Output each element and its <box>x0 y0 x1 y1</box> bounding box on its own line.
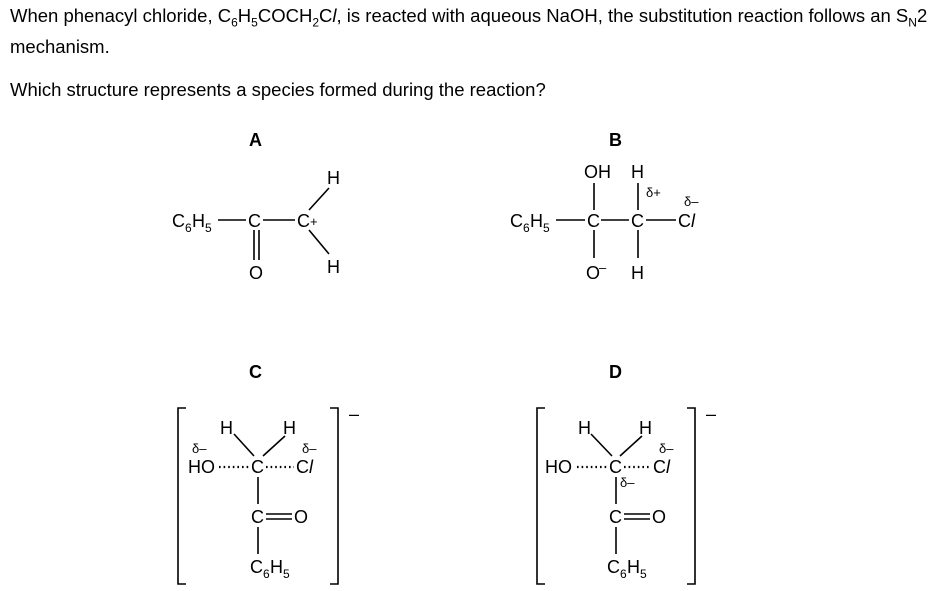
b-c6h5-sub6: 6 <box>523 221 530 235</box>
d-h-left: H <box>578 418 591 438</box>
c-h-right: H <box>283 418 296 438</box>
a-carbon-1: C <box>248 211 261 231</box>
intro-text-c: C <box>319 5 333 26</box>
d-overall-charge: – <box>706 404 716 424</box>
b-delta-minus: δ– <box>684 194 699 209</box>
b-c6h5-sub5: 5 <box>543 221 550 235</box>
c-cl-c: C <box>296 457 309 477</box>
d-c6h5-c: C <box>607 557 620 577</box>
b-delta-plus: δ+ <box>646 185 661 200</box>
b-c6h5-c: C <box>510 211 523 231</box>
c-bond-c-hright <box>262 435 286 457</box>
a-c6h5-sub6: 6 <box>185 221 192 235</box>
intro-sub-n: N <box>908 15 917 30</box>
structure-b[interactable]: C 6 H 5 C C C l δ– δ+ OH H O – H <box>510 162 699 283</box>
option-c-label[interactable]: C <box>249 362 262 382</box>
c-oxygen: O <box>294 507 308 527</box>
c-cl-l: l <box>309 457 314 477</box>
option-a-label[interactable]: A <box>249 130 262 150</box>
b-oxygen: O <box>586 263 600 283</box>
c-delta-ho: δ– <box>192 441 207 456</box>
d-c6h5-h: H <box>627 557 640 577</box>
d-delta-carbon: δ– <box>620 475 635 490</box>
b-hydroxyl: OH <box>584 162 611 182</box>
question-prompt: Which structure represents a species for… <box>10 79 546 100</box>
c-overall-charge: – <box>349 404 359 424</box>
intro-text-2: , is reacted with aqueous NaOH, the subs… <box>336 5 909 26</box>
intro-text-l: l <box>332 5 337 26</box>
c-c6h5-sub5: 5 <box>283 567 290 581</box>
d-c6h5-sub6: 6 <box>620 567 627 581</box>
intro-text-3: 2 mechanism. <box>10 5 928 57</box>
c-carbonyl-carbon: C <box>251 507 264 527</box>
d-bracket-right <box>687 407 696 585</box>
d-oxygen: O <box>652 507 666 527</box>
b-c6h5-h: H <box>530 211 543 231</box>
b-h-bottom: H <box>631 263 644 283</box>
option-b-label[interactable]: B <box>609 130 622 150</box>
structure-a[interactable]: C 6 H 5 C C + O H H <box>172 168 340 283</box>
a-h-top: H <box>327 168 340 188</box>
d-bond-c-hright <box>619 435 643 457</box>
d-central-carbon: C <box>609 457 622 477</box>
a-plus-charge: + <box>310 214 318 229</box>
c-hydroxide: HO <box>188 457 215 477</box>
structure-c[interactable]: – H H δ– HO C δ– C l C O C 6 H 5 <box>177 404 359 585</box>
question-intro: When phenacyl chloride, C6H5COCH2Cl, is … <box>10 4 935 59</box>
c-bracket-left <box>177 407 186 585</box>
c-c6h5-c: C <box>250 557 263 577</box>
option-d-label[interactable]: D <box>609 362 622 382</box>
c-delta-cl: δ– <box>302 441 317 456</box>
d-hydroxide: HO <box>545 457 572 477</box>
a-c6h5-sub5: 5 <box>205 221 212 235</box>
b-cl-l: l <box>691 211 696 231</box>
a-h-bottom: H <box>327 257 340 277</box>
a-c6h5-h: H <box>192 211 205 231</box>
b-carbon-1: C <box>587 211 600 231</box>
a-bond-c2-htop <box>308 187 330 211</box>
b-oxygen-charge: – <box>599 260 607 275</box>
c-central-carbon: C <box>251 457 264 477</box>
c-c6h5-h: H <box>270 557 283 577</box>
d-cl-l: l <box>666 457 671 477</box>
b-h-top: H <box>631 162 644 182</box>
b-carbon-2: C <box>631 211 644 231</box>
d-c6h5-sub5: 5 <box>640 567 647 581</box>
intro-sub-6: 6 <box>231 15 238 30</box>
d-cl-c: C <box>653 457 666 477</box>
c-c6h5-sub6: 6 <box>263 567 270 581</box>
c-bond-c-hleft <box>233 433 255 457</box>
intro-sub-2: 2 <box>312 15 320 30</box>
c-bracket-right <box>330 407 339 585</box>
intro-text-1: When phenacyl chloride, C <box>10 5 232 26</box>
a-bond-c2-hbot <box>308 229 330 255</box>
intro-text-coch: COCH <box>257 5 313 26</box>
d-bond-c-hleft <box>590 433 613 457</box>
intro-text-h: H <box>237 5 252 26</box>
d-bracket-left <box>536 407 545 585</box>
a-oxygen: O <box>249 263 263 283</box>
a-carbon-2: C <box>297 211 310 231</box>
c-h-left: H <box>220 418 233 438</box>
intro-sub-5: 5 <box>251 15 258 30</box>
a-c6h5-c: C <box>172 211 185 231</box>
b-cl-c: C <box>678 211 691 231</box>
structure-d[interactable]: – H H HO C δ– C l δ– C O C 6 H 5 <box>536 404 716 585</box>
d-carbonyl-carbon: C <box>609 507 622 527</box>
d-delta-cl: δ– <box>659 441 674 456</box>
d-h-right: H <box>639 418 652 438</box>
